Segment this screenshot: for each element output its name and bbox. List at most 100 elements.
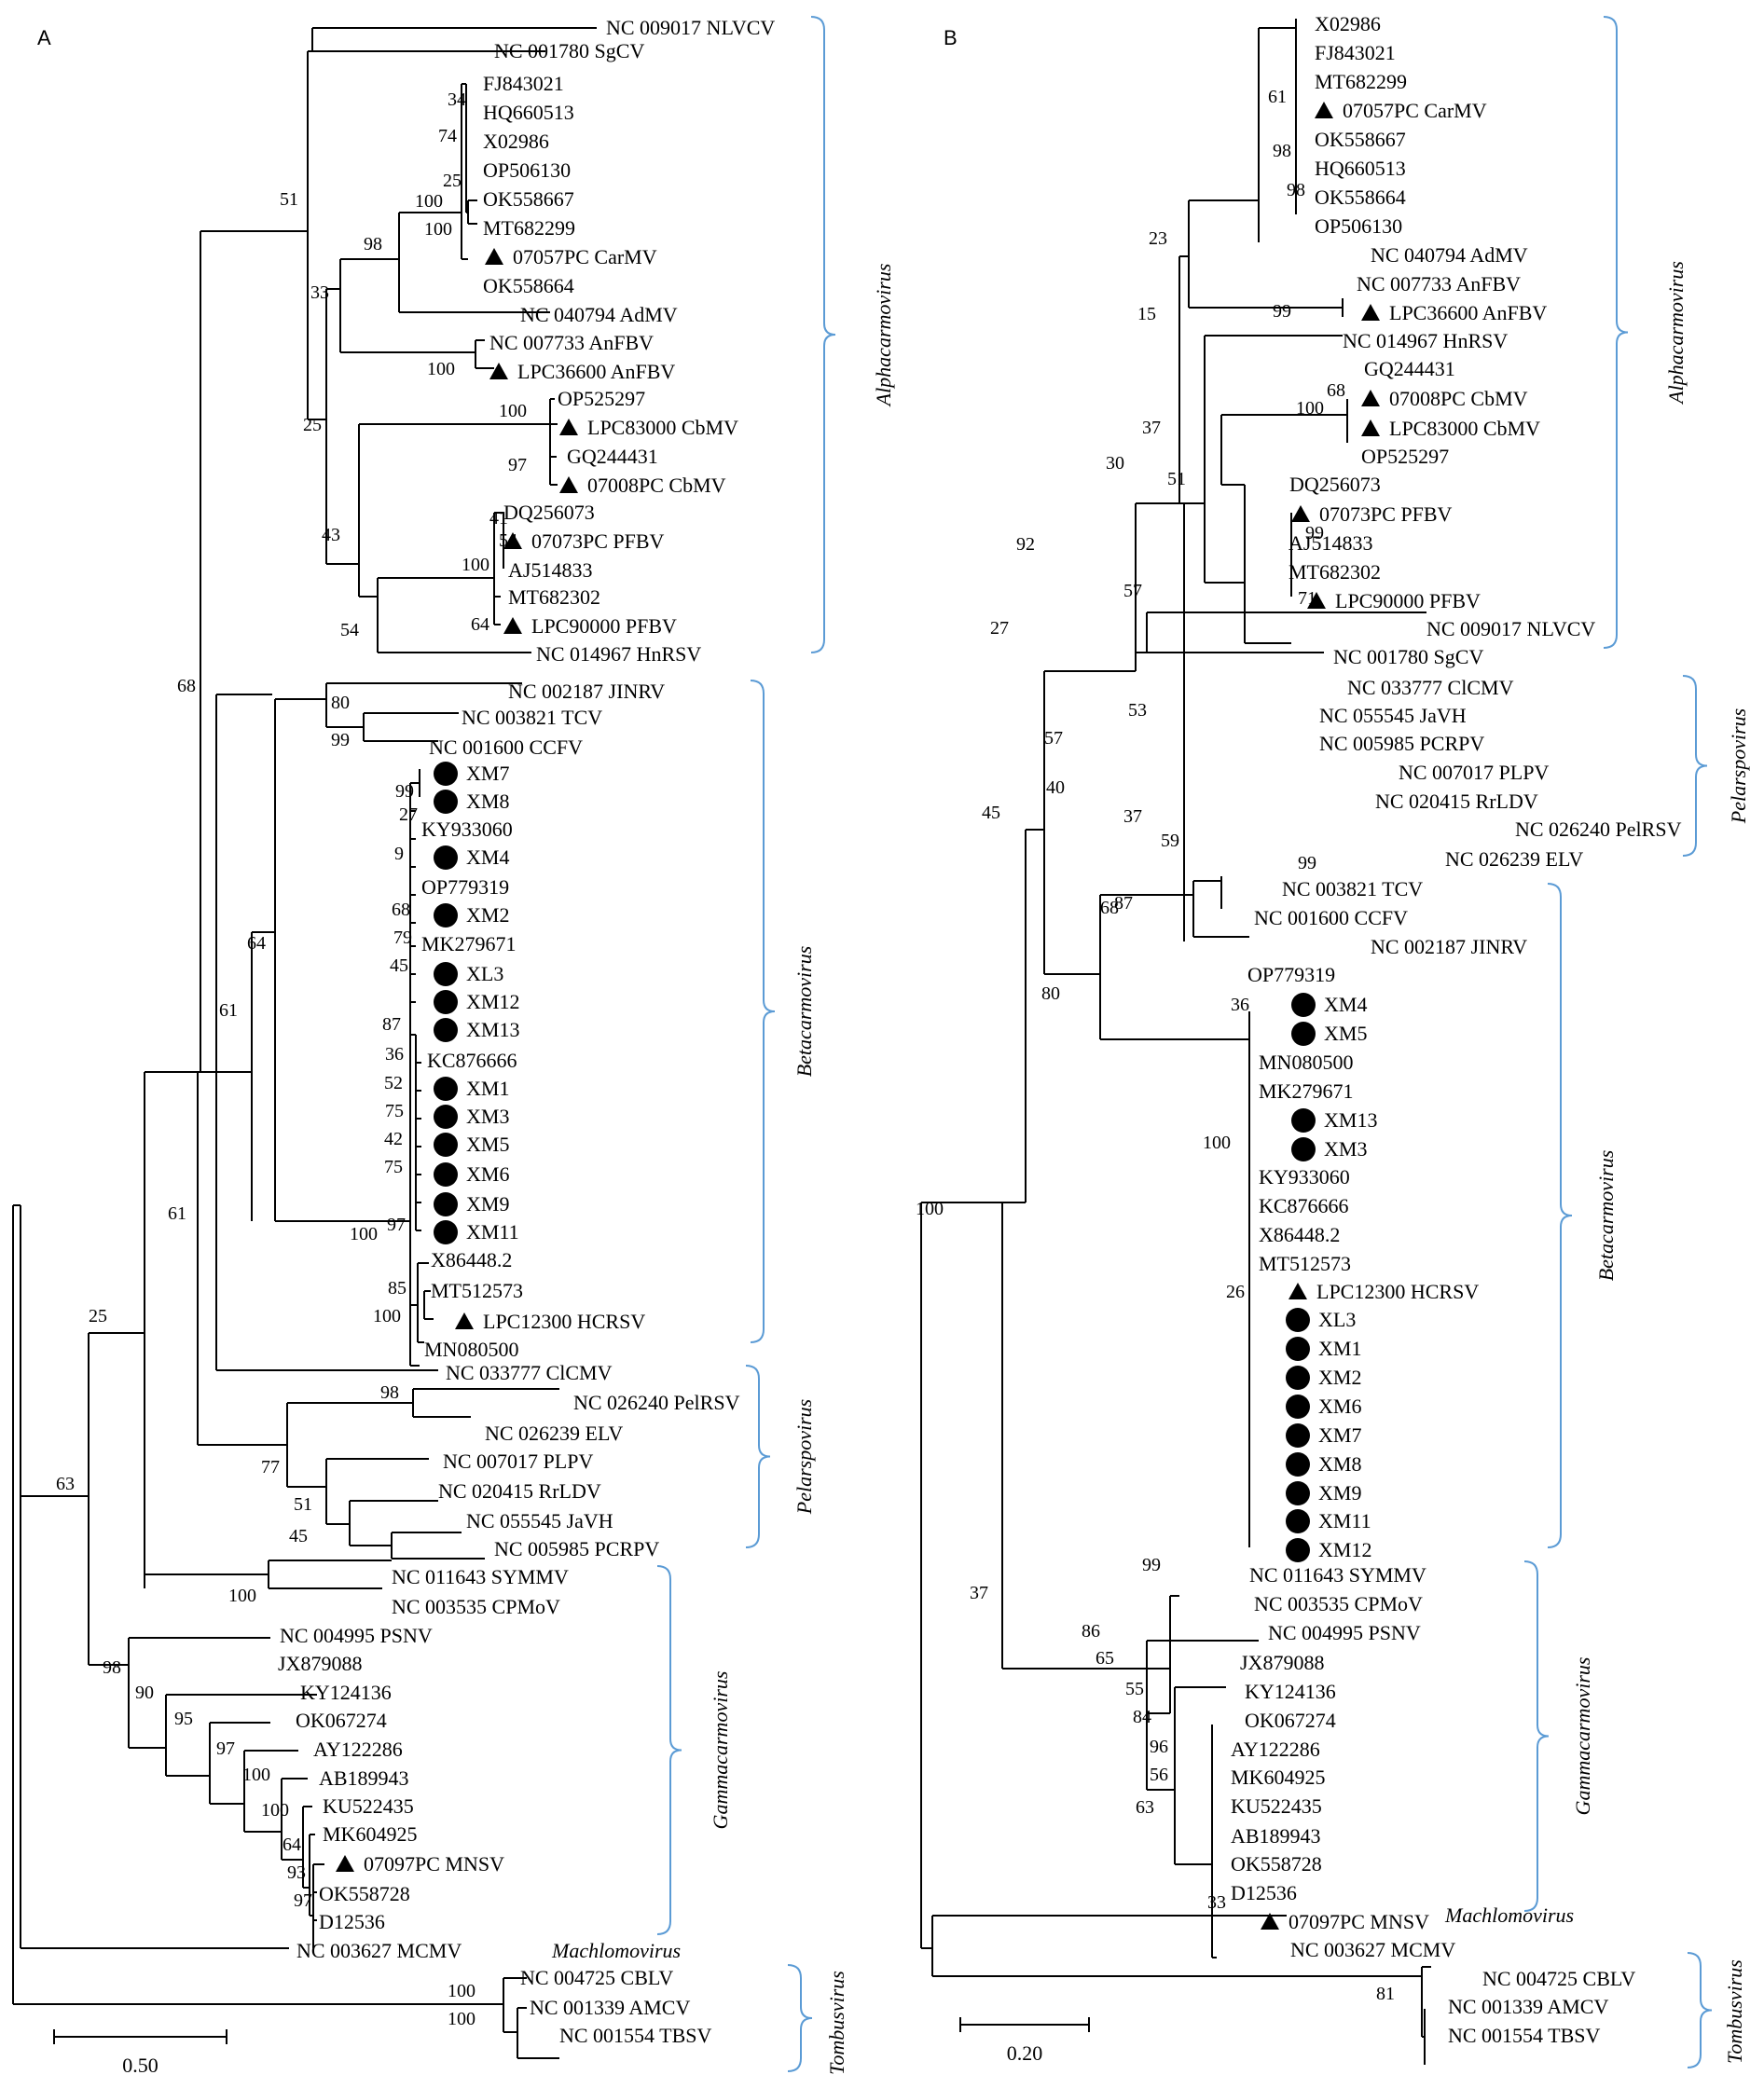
leaf-label-xm9: XM9 [1318,1481,1361,1505]
leaf-label-mn080500: MN080500 [424,1338,518,1361]
leaf-label-ky124136: KY124136 [1245,1680,1336,1703]
leaf-label-ab189943: AB189943 [1231,1824,1321,1848]
bootstrap-value: 75 [384,1157,403,1177]
bootstrap-value: 97 [387,1215,406,1235]
leaf-label-xm8: XM8 [1318,1452,1361,1476]
leaf-label-op506130: OP506130 [483,158,571,182]
leaf-label-nc-001339-amcv: NC 001339 AMCV [530,1996,690,2019]
genus-label-gammacarmovirus: Gammacarmovirus [1571,1657,1594,1816]
leaf-label-xm13: XM13 [466,1018,519,1041]
leaf-label-ay122286: AY122286 [1231,1738,1320,1761]
bootstrap-value: 61 [219,1000,238,1021]
triangle-marker-icon [1291,505,1310,522]
leaf-label-xm1: XM1 [466,1077,509,1100]
clade-bracket [656,1565,682,1935]
bootstrap-value: 26 [1226,1282,1245,1302]
bootstrap-value: 100 [1296,398,1324,419]
bootstrap-value: 100 [228,1586,256,1606]
leaf-label-mt682302: MT682302 [508,585,600,609]
bootstrap-value: 100 [373,1306,401,1326]
bootstrap-value: 27 [990,618,1009,639]
bootstrap-value: 93 [287,1862,306,1883]
genus-label-betacarmovirus: Betacarmovirus [1594,1150,1618,1282]
bootstrap-value: 99 [1305,523,1324,543]
bootstrap-value: 25 [89,1306,107,1326]
leaf-label-xm6: XM6 [1318,1395,1361,1418]
leaf-label-ok558728: OK558728 [319,1882,410,1905]
leaf-label-nc-014967-hnrsv: NC 014967 HnRSV [1343,329,1508,352]
leaf-label-nc-026240-pelrsv: NC 026240 PelRSV [1515,818,1682,841]
bootstrap-value: 92 [1016,534,1035,555]
clade-bracket [1523,1560,1550,1912]
triangle-marker-icon [559,476,578,493]
bootstrap-value: 55 [1125,1679,1144,1699]
tree-panel-a [12,27,597,2059]
leaf-label-xm2: XM2 [466,903,509,927]
leaf-label-x86448-2: X86448.2 [1259,1223,1340,1246]
triangle-marker-icon [485,248,503,265]
leaf-label-xm11: XM11 [1318,1509,1371,1532]
bootstrap-value: 64 [283,1835,301,1855]
leaf-label-xm7: XM7 [1318,1423,1361,1447]
clade-bracket [1682,675,1708,857]
leaf-label-ok558664: OK558664 [483,274,574,297]
leaf-label-xm5: XM5 [1324,1022,1367,1045]
bootstrap-value: 63 [56,1474,75,1494]
leaf-label-mt512573: MT512573 [431,1279,523,1302]
bootstrap-value: 98 [103,1657,121,1678]
leaf-label-nc-003535-cpmov: NC 003535 CPMoV [392,1595,560,1618]
genus-label-pelarspovirus: Pelarspovirus [1727,708,1750,824]
triangle-marker-icon [489,363,508,379]
clade-bracket [745,1365,771,1548]
leaf-label-op779319: OP779319 [421,875,509,899]
bootstrap-value: 98 [380,1382,399,1403]
bootstrap-value: 9 [394,844,404,864]
bootstrap-value: 54 [499,530,517,551]
bootstrap-value: 27 [399,804,418,825]
leaf-label-nc-001554-tbsv: NC 001554 TBSV [559,2024,712,2047]
bootstrap-value: 37 [1123,806,1142,827]
bootstrap-value: 52 [384,1073,403,1093]
circle-marker-icon [1291,993,1316,1017]
circle-marker-icon [1286,1452,1310,1477]
bootstrap-value: 100 [427,359,455,379]
leaf-label-xm12: XM12 [1318,1538,1371,1561]
leaf-label-nc-002187-jinrv: NC 002187 JINRV [1371,935,1527,958]
leaf-label-nc-040794-admv: NC 040794 AdMV [1371,243,1528,267]
bootstrap-value: 99 [331,730,350,750]
leaf-label-ok558667: OK558667 [483,187,574,211]
circle-marker-icon [1286,1366,1310,1390]
bootstrap-value: 98 [364,234,382,254]
leaf-label-dq256073: DQ256073 [1289,473,1381,496]
leaf-label-nc-001780-sgcv: NC 001780 SgCV [494,39,644,62]
leaf-label-xm11: XM11 [466,1220,519,1244]
bootstrap-value: 30 [1106,453,1124,474]
bootstrap-value: 81 [1376,1984,1395,2004]
leaf-label-mn080500: MN080500 [1259,1051,1353,1074]
leaf-label-nc-026240-pelrsv: NC 026240 PelRSV [573,1391,740,1414]
genus-label-pelarspovirus: Pelarspovirus [792,1399,816,1515]
bootstrap-value: 25 [443,171,462,191]
leaf-label-mt682299: MT682299 [1315,70,1407,93]
bootstrap-value: 33 [310,282,329,303]
bootstrap-value: 99 [1298,853,1316,873]
triangle-marker-icon [1361,390,1380,406]
bootstrap-value: 42 [384,1129,403,1149]
bootstrap-value: 75 [385,1101,404,1121]
clade-bracket [1603,16,1629,649]
bootstrap-value: 36 [385,1044,404,1065]
bootstrap-value: 80 [1041,983,1060,1004]
bootstrap-value: 51 [1167,469,1186,489]
triangle-marker-icon [1361,304,1380,321]
leaf-label-07057pc-carmv: 07057PC CarMV [513,245,657,268]
clade-bracket [750,680,776,1343]
leaf-label-ok558667: OK558667 [1315,128,1406,151]
circle-marker-icon [434,845,458,870]
bootstrap-value: 84 [1133,1707,1151,1727]
leaf-label-07073pc-pfbv: 07073PC PFBV [1319,502,1453,526]
leaf-label-nc-002187-jinrv: NC 002187 JINRV [508,680,665,703]
triangle-marker-icon [455,1312,474,1329]
leaf-label-nc-005985-pcrpv: NC 005985 PCRPV [494,1537,659,1560]
leaf-label-ku522435: KU522435 [323,1794,414,1818]
